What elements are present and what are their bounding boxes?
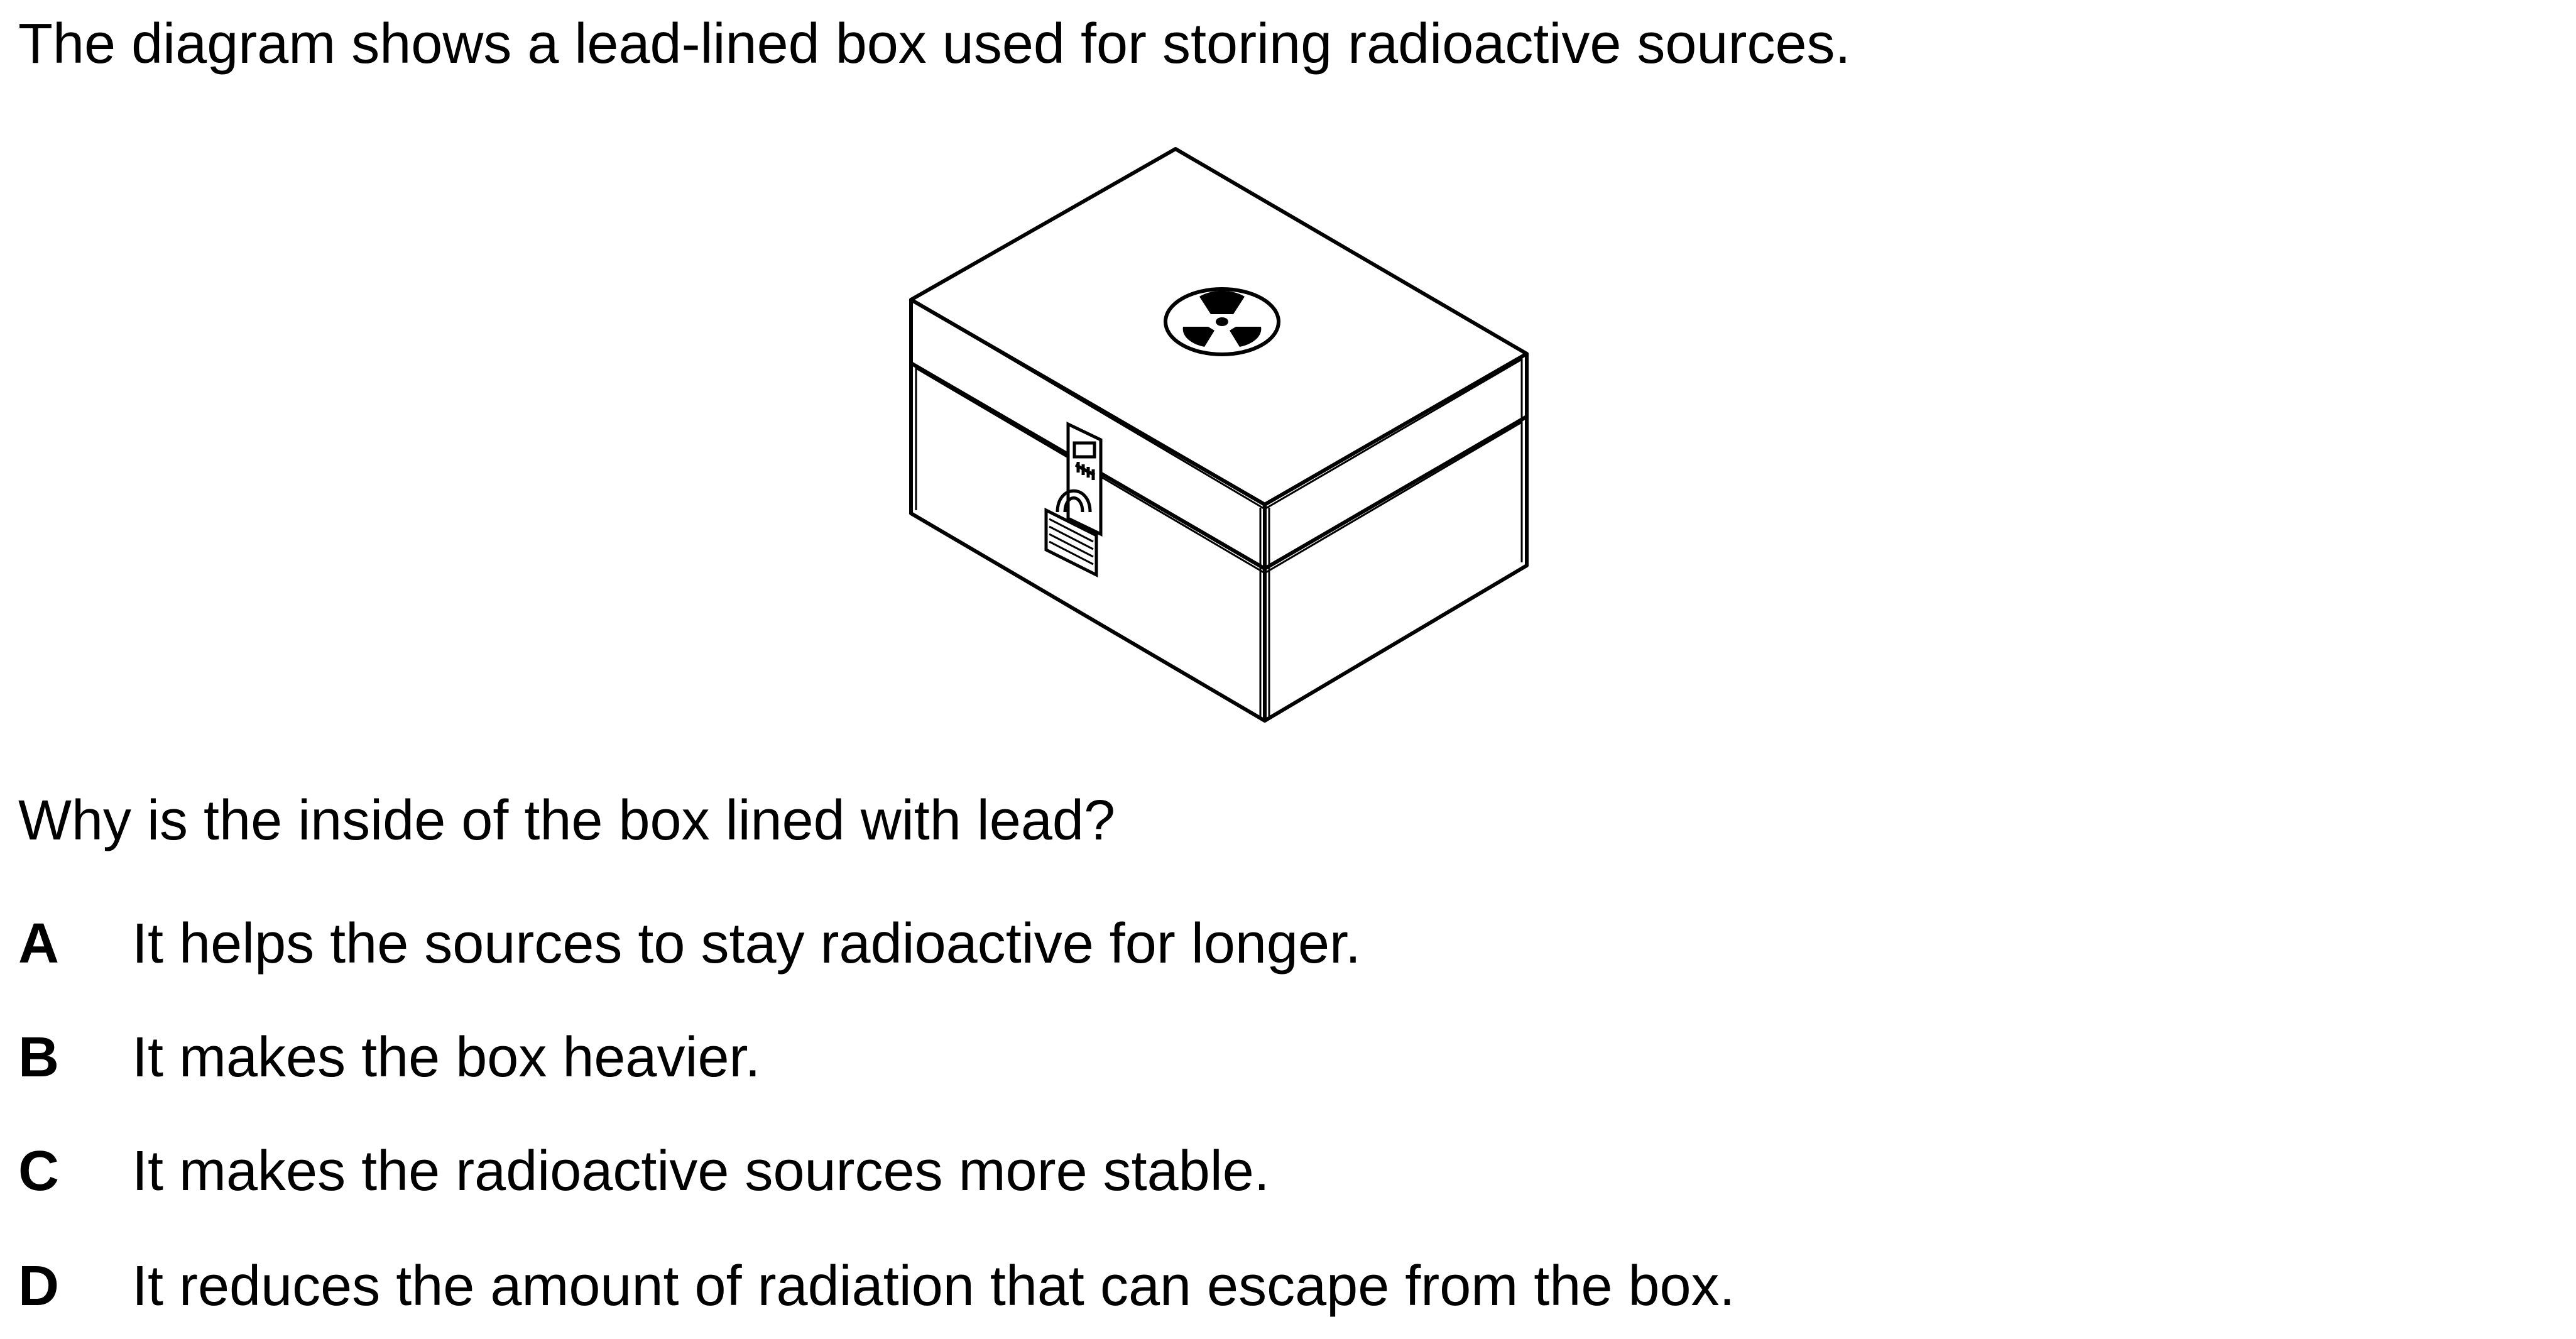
- option-b-letter: B: [18, 1026, 59, 1089]
- option-d-text: It reduces the amount of radiation that …: [132, 1255, 1735, 1318]
- lead-lined-box-diagram: [909, 147, 1529, 723]
- option-a-text: It helps the sources to stay radioactive…: [132, 912, 1362, 975]
- padlock-icon: [1044, 489, 1098, 578]
- radiation-trefoil-icon: [1164, 287, 1280, 356]
- intro-text: The diagram shows a lead-lined box used …: [18, 13, 1851, 75]
- hasp-icon: [1066, 422, 1103, 537]
- option-d-letter: D: [18, 1255, 59, 1318]
- box-right-face: [1263, 415, 1529, 723]
- option-b-text: It makes the box heavier.: [132, 1026, 761, 1089]
- option-c-letter: C: [18, 1140, 59, 1203]
- option-a-letter: A: [18, 912, 59, 975]
- option-c-text: It makes the radioactive sources more st…: [132, 1140, 1270, 1203]
- question-prompt: Why is the inside of the box lined with …: [18, 789, 1115, 852]
